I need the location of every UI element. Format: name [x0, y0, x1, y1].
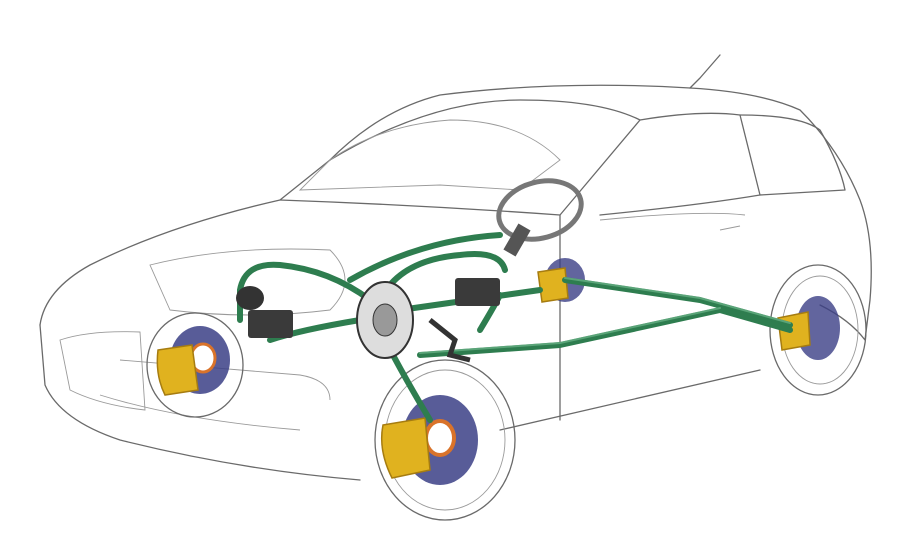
front-left-caliper [156, 344, 199, 396]
rear-left-caliper [537, 267, 569, 303]
abs-control-unit [236, 278, 500, 338]
front-left-wheel [146, 312, 244, 418]
car-body-outline [39, 54, 872, 481]
brake-booster [356, 281, 414, 359]
front-right-wheel [374, 359, 516, 521]
brake-pedal [428, 318, 471, 363]
steering-wheel [496, 178, 584, 257]
brake-lines [237, 232, 793, 423]
front-right-caliper [380, 417, 431, 479]
